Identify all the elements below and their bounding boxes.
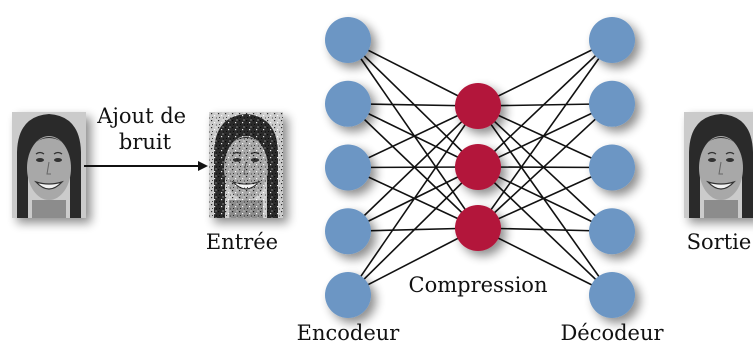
- connection-line: [477, 166, 613, 229]
- connection-line: [347, 227, 479, 296]
- connection-line: [347, 105, 479, 232]
- noise-label: Ajout de bruit: [96, 104, 193, 154]
- encoder-node: [325, 272, 371, 318]
- output-label: Sortie: [687, 230, 752, 254]
- connection-line: [347, 103, 479, 168]
- output-face-photo: [683, 111, 753, 219]
- encoder-node: [325, 208, 371, 255]
- connection-line: [477, 105, 613, 296]
- noisy-face-photo: [208, 111, 284, 219]
- encoder-node: [325, 17, 371, 63]
- decoder-node: [589, 272, 635, 318]
- arrow-head-icon: [198, 161, 208, 171]
- connection-line: [477, 227, 613, 296]
- connection-line: [477, 39, 613, 107]
- connection-line: [347, 105, 479, 169]
- network-nodes: [325, 17, 635, 318]
- connection-line: [347, 39, 479, 107]
- decoder-node: [589, 144, 635, 191]
- connection-line: [347, 39, 479, 168]
- connection-line: [477, 39, 613, 168]
- original-face-photo: [11, 111, 87, 219]
- connection-line: [477, 105, 613, 232]
- decoder-node: [589, 208, 635, 255]
- encoder-node: [325, 144, 371, 191]
- connection-line: [477, 105, 613, 169]
- connection-line: [347, 39, 479, 229]
- connection-line: [477, 166, 613, 296]
- connection-line: [347, 166, 479, 229]
- compression-label: Compression: [409, 273, 548, 297]
- network-connections: [347, 39, 613, 296]
- noise-label-line-2: bruit: [119, 130, 172, 154]
- connection-line: [347, 103, 479, 229]
- input-label: Entrée: [206, 230, 278, 254]
- connection-line: [347, 105, 479, 296]
- decoder-label: Décodeur: [560, 321, 664, 345]
- connection-line: [477, 166, 613, 232]
- encoder-label: Encodeur: [297, 321, 401, 345]
- connection-line: [477, 103, 613, 229]
- connection-line: [347, 166, 479, 296]
- decoder-node: [589, 80, 635, 127]
- bottleneck-node: [455, 83, 501, 129]
- connection-line: [477, 39, 613, 229]
- decoder-node: [589, 17, 635, 63]
- noise-label-line-1: Ajout de: [96, 104, 186, 128]
- bottleneck-node: [455, 144, 501, 190]
- encoder-node: [325, 80, 371, 127]
- bottleneck-node: [455, 205, 501, 251]
